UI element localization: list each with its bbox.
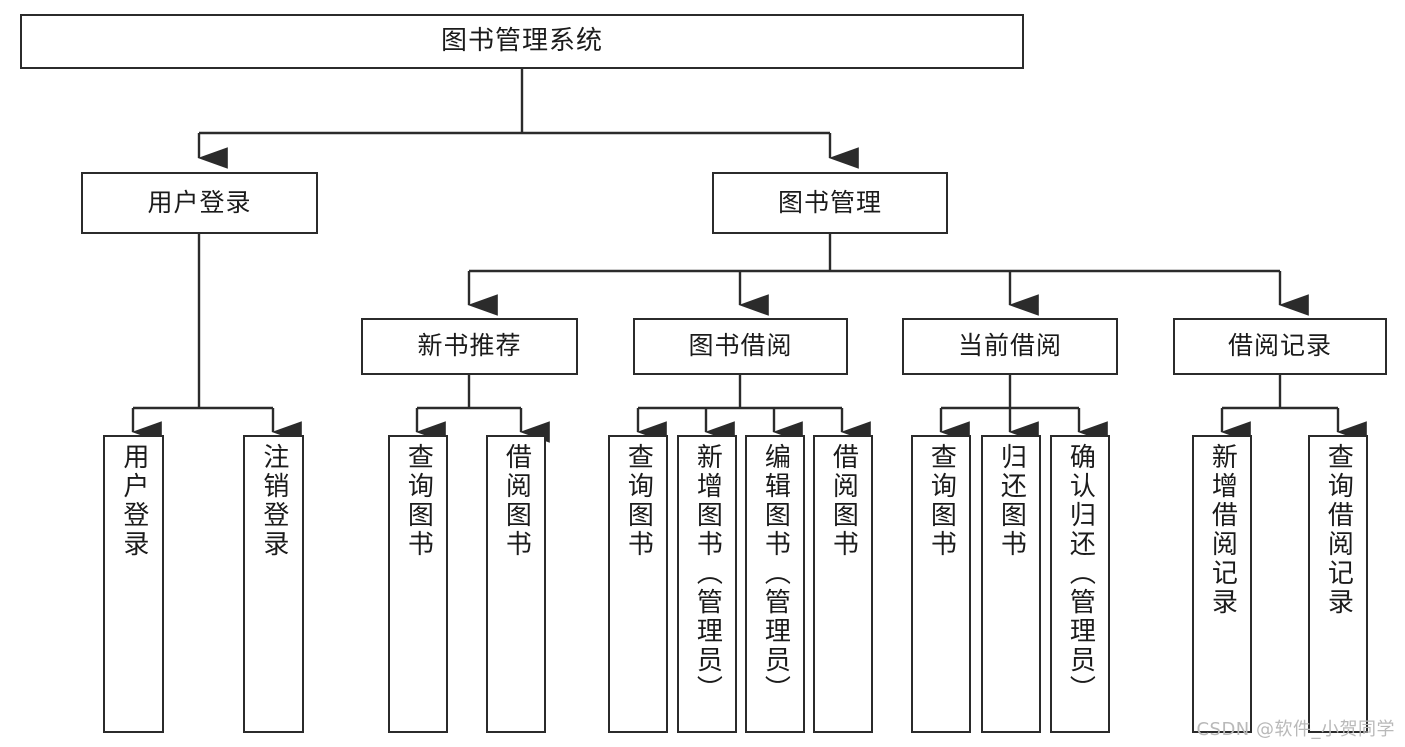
node-label: 新增图书（管理员） <box>692 443 723 704</box>
leaf-borrow-book[interactable]: 借阅图书 <box>813 435 873 733</box>
node-user-login[interactable]: 用户登录 <box>81 172 318 234</box>
node-label: 查询图书 <box>926 443 957 559</box>
leaf-logout[interactable]: 注销登录 <box>243 435 304 733</box>
node-root-system[interactable]: 图书管理系统 <box>20 14 1024 69</box>
node-label: 编辑图书（管理员） <box>760 443 791 704</box>
leaf-query-book-recommend[interactable]: 查询图书 <box>388 435 448 733</box>
leaf-borrow-book-recommend[interactable]: 借阅图书 <box>486 435 546 733</box>
node-label: 用户登录 <box>147 187 252 217</box>
node-label: 查询图书 <box>623 443 654 559</box>
node-label: 当前借阅 <box>957 331 1062 361</box>
leaf-add-borrow-record[interactable]: 新增借阅记录 <box>1192 435 1252 733</box>
edge-root-to-level2 <box>197 69 859 169</box>
node-label: 借阅图书 <box>828 443 859 559</box>
csdn-watermark: CSDN @软件_小贺同学 <box>1196 719 1395 740</box>
node-label: 查询借阅记录 <box>1323 443 1354 617</box>
node-label: 图书管理系统 <box>440 25 603 56</box>
node-label: 新书推荐 <box>417 331 522 361</box>
node-label: 借阅图书 <box>501 443 532 559</box>
node-borrow-record[interactable]: 借阅记录 <box>1173 318 1387 375</box>
leaf-edit-book-admin[interactable]: 编辑图书（管理员） <box>745 435 805 733</box>
node-label: 用户登录 <box>118 443 149 559</box>
node-current-borrow[interactable]: 当前借阅 <box>902 318 1118 375</box>
edge-borrowbook-to-leaves <box>636 375 871 443</box>
node-label: 借阅记录 <box>1227 331 1332 361</box>
edge-userlogin-to-leaves <box>131 234 302 443</box>
leaf-query-borrow-record[interactable]: 查询借阅记录 <box>1308 435 1368 733</box>
edge-newbook-to-leaves <box>415 375 550 443</box>
leaf-query-book-borrow[interactable]: 查询图书 <box>608 435 668 733</box>
leaf-user-login[interactable]: 用户登录 <box>103 435 164 733</box>
node-new-book-recommend[interactable]: 新书推荐 <box>361 318 578 375</box>
node-label: 图书管理 <box>777 187 882 217</box>
node-label: 确认归还（管理员） <box>1065 443 1096 704</box>
leaf-return-book[interactable]: 归还图书 <box>981 435 1041 733</box>
node-label: 图书借阅 <box>688 331 793 361</box>
node-book-management[interactable]: 图书管理 <box>712 172 948 234</box>
node-label: 新增借阅记录 <box>1207 443 1238 617</box>
edge-bookmgmt-to-level3 <box>467 234 1309 316</box>
edge-currentborrow-to-leaves <box>939 375 1108 443</box>
node-label: 归还图书 <box>996 443 1027 559</box>
node-label: 查询图书 <box>403 443 434 559</box>
leaf-query-book-current[interactable]: 查询图书 <box>911 435 971 733</box>
leaf-add-book-admin[interactable]: 新增图书（管理员） <box>677 435 737 733</box>
node-book-borrow[interactable]: 图书借阅 <box>633 318 848 375</box>
edge-borrowrecord-to-leaves <box>1220 375 1367 443</box>
node-label: 注销登录 <box>258 443 289 559</box>
leaf-confirm-return-admin[interactable]: 确认归还（管理员） <box>1050 435 1110 733</box>
